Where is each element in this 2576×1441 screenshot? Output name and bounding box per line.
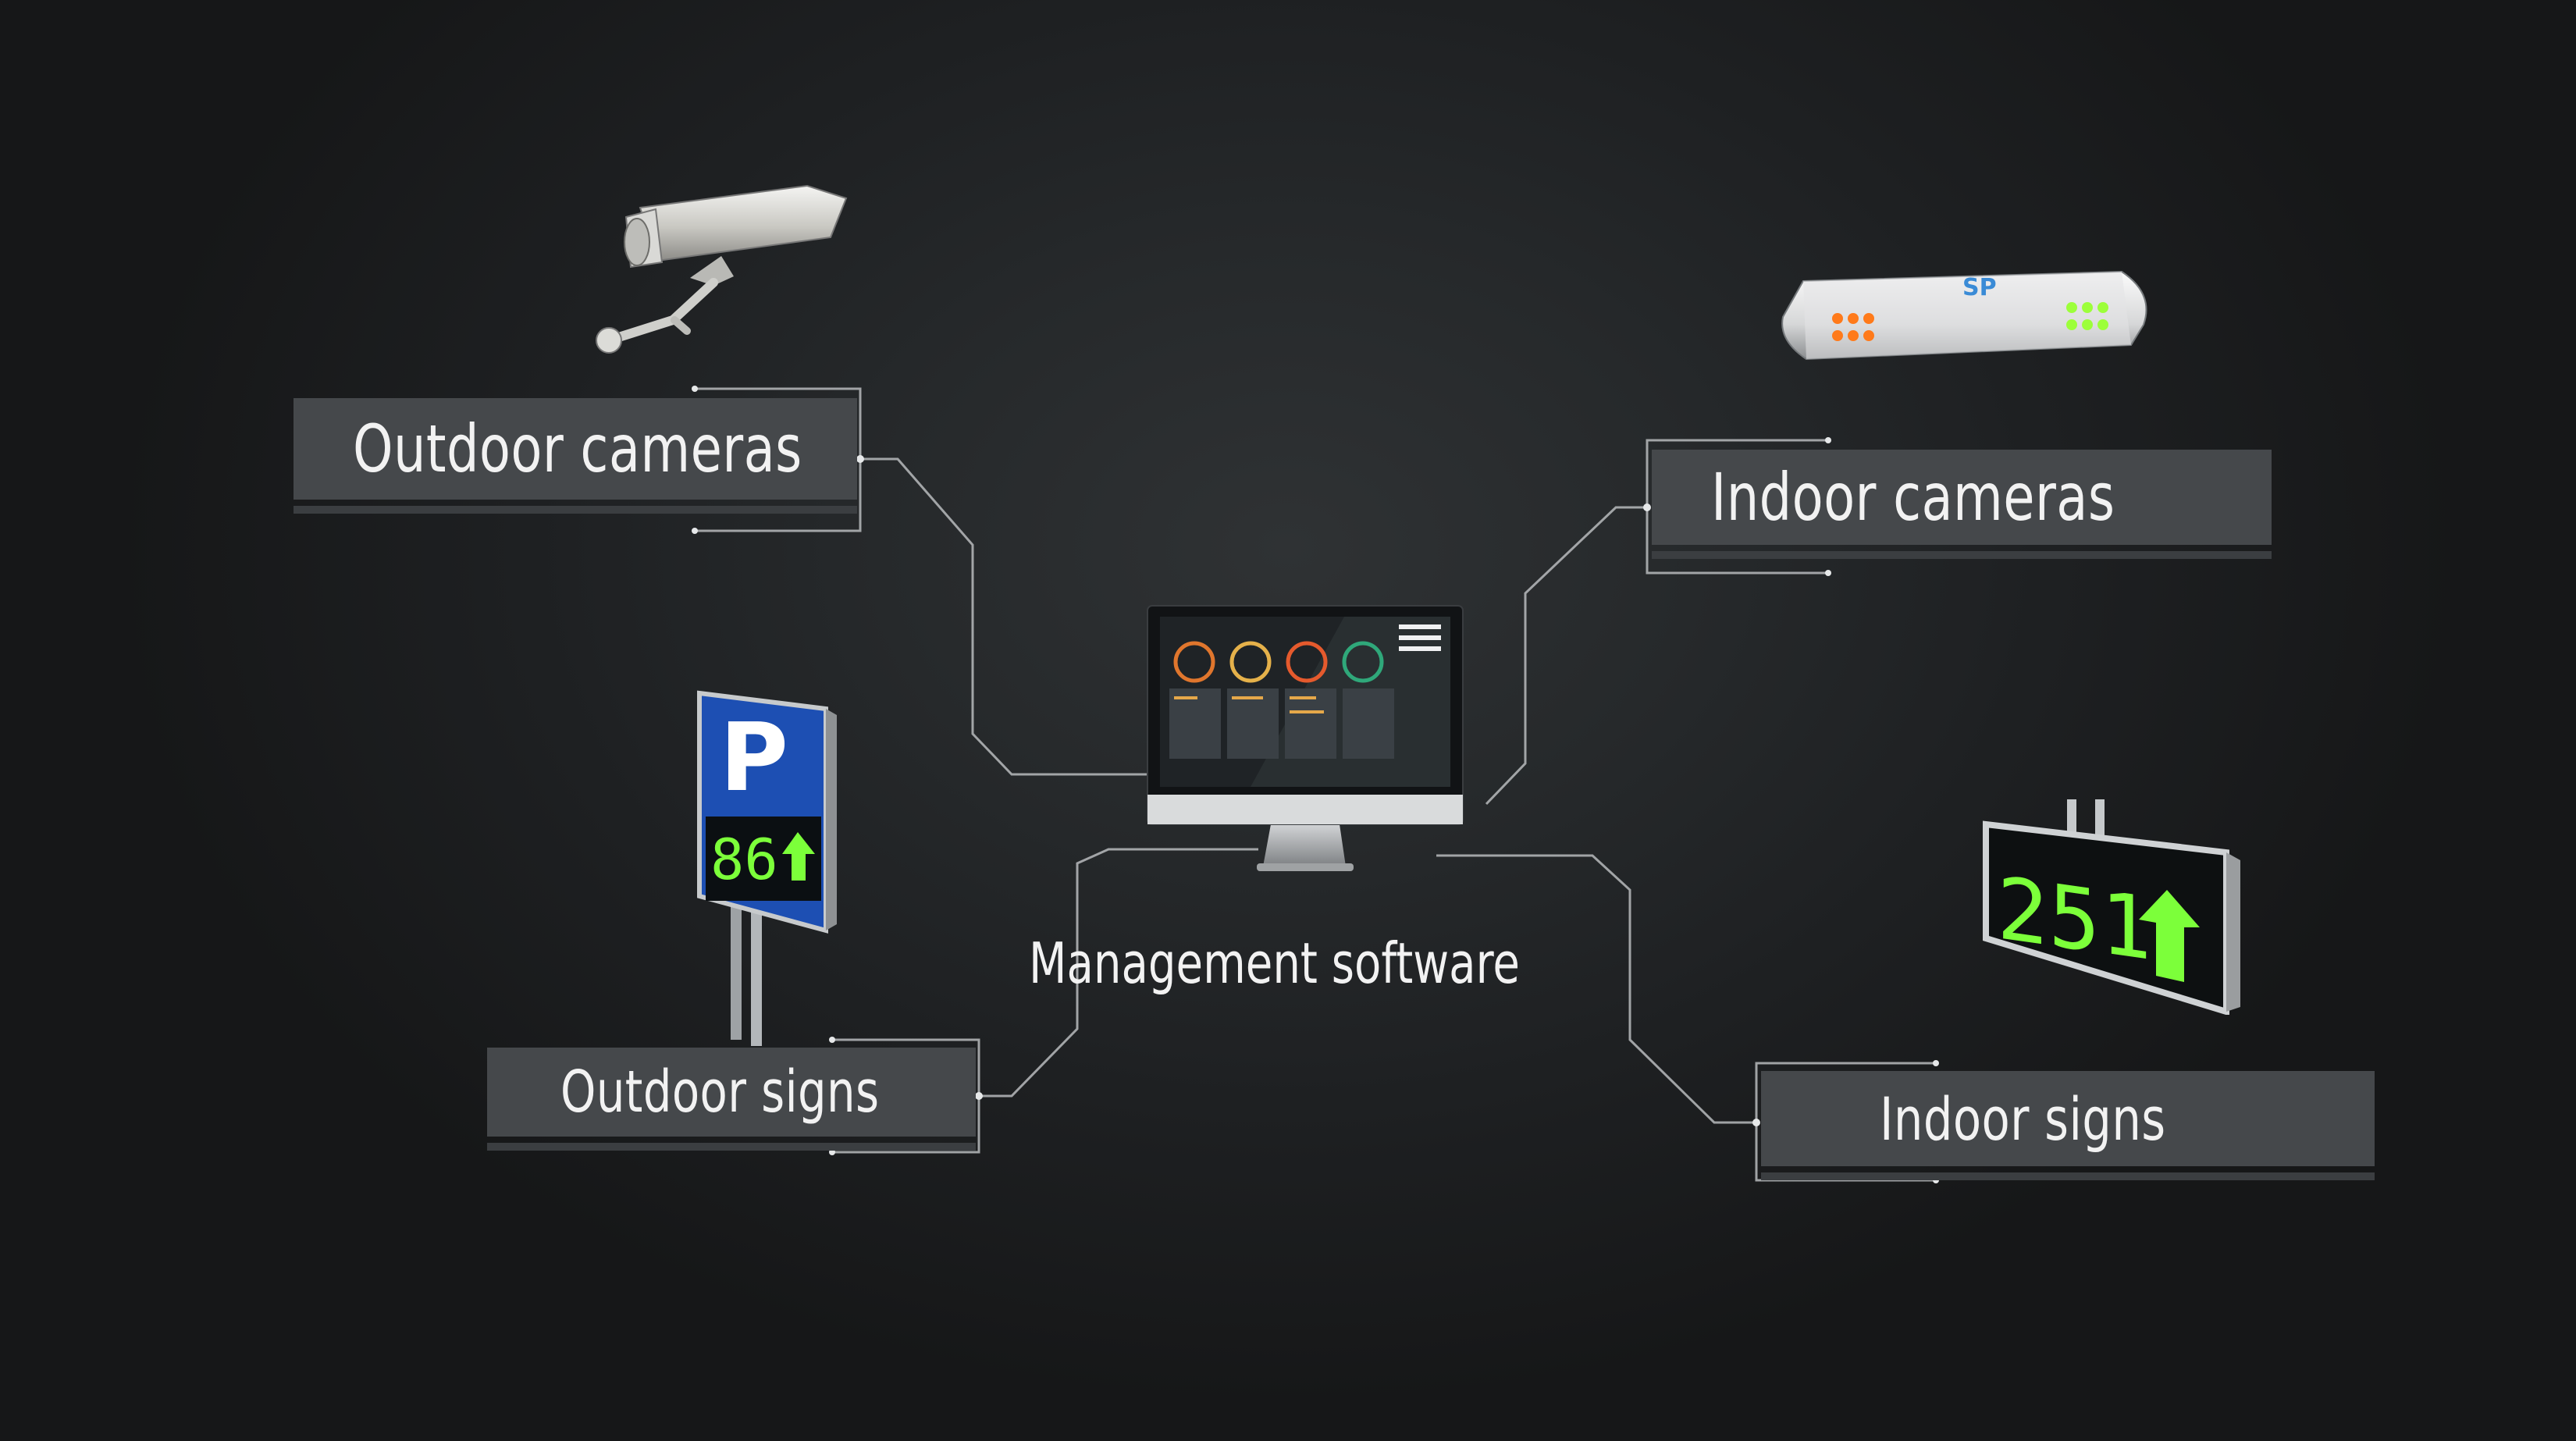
sign-parking-letter: P <box>720 704 788 813</box>
outdoor-cameras-connector <box>860 457 1149 776</box>
outdoor-cameras-label-box: Outdoor cameras <box>294 398 857 514</box>
outdoor-signs-connector <box>979 848 1258 1098</box>
connector-dot <box>856 455 864 463</box>
indoor-signs-connector <box>1436 854 1756 1124</box>
indoor-signs-label-box: Indoor signs <box>1761 1071 2375 1180</box>
connector-dot <box>975 1092 983 1100</box>
indoor-signs-label: Indoor signs <box>1880 1083 2166 1154</box>
sign-space-count: 86 <box>710 827 778 892</box>
outdoor-signs-label-box: Outdoor signs <box>487 1048 976 1151</box>
indoor-cameras-label: Indoor cameras <box>1711 459 2115 535</box>
indoor-camera-icon: SP <box>1781 270 2147 361</box>
connector-dot <box>692 528 698 534</box>
gauge-icon <box>1173 641 1215 683</box>
outdoor-camera-icon <box>596 184 848 354</box>
connector-dot <box>692 386 698 392</box>
management-software-label: Management software <box>1029 930 1520 996</box>
indoor-cameras-connector <box>1485 506 1647 806</box>
gauge-icon <box>1342 641 1384 683</box>
outdoor-signs-label: Outdoor signs <box>560 1059 880 1126</box>
connector-dot <box>1825 570 1831 576</box>
indoor-sign-icon: 251 <box>1983 799 2240 1015</box>
connector-dot <box>1825 437 1831 443</box>
connector-dot <box>1752 1119 1760 1126</box>
connector-dot <box>829 1037 835 1043</box>
connector-dot <box>829 1149 835 1155</box>
connector-dot <box>1643 503 1651 511</box>
gauge-icon <box>1229 641 1272 683</box>
outdoor-sign-icon: P 86 <box>697 690 837 1046</box>
indoor-cameras-label-box: Indoor cameras <box>1652 450 2272 559</box>
connector-dot <box>1933 1060 1939 1066</box>
outdoor-cameras-label: Outdoor cameras <box>353 411 802 487</box>
indoor-sign-count: 251 <box>1997 859 2152 980</box>
indoor-camera-logo: SP <box>1962 274 1997 301</box>
monitor-icon <box>1147 605 1464 871</box>
gauge-icon <box>1286 641 1328 683</box>
